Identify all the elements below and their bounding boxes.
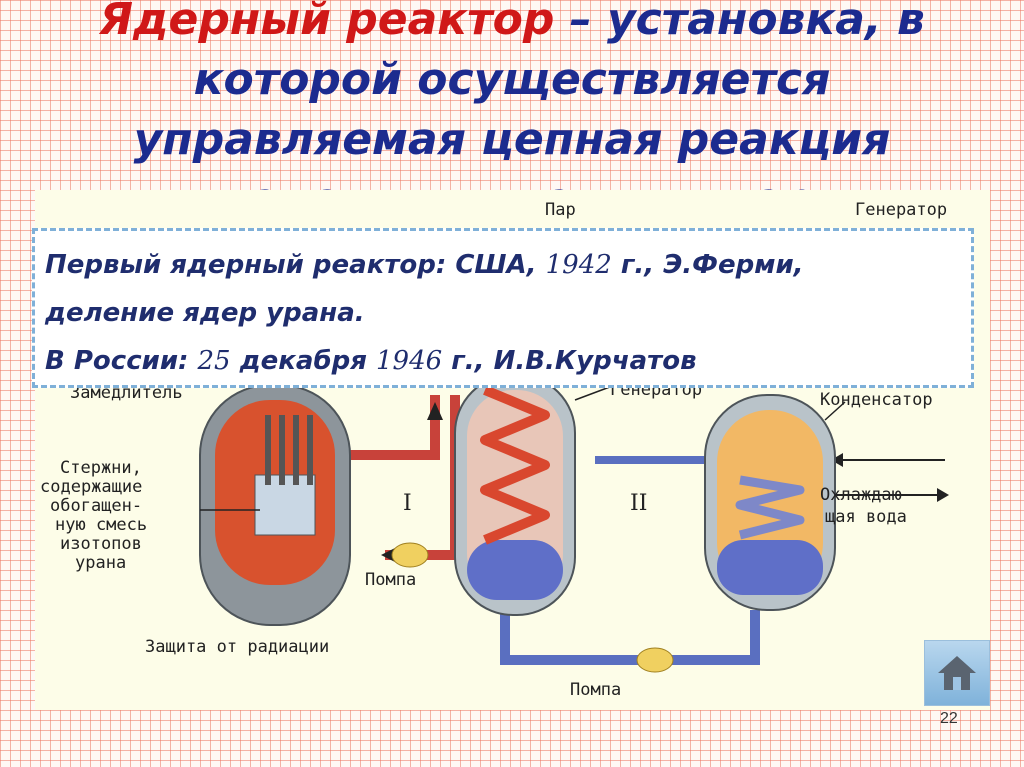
history-infobox: Первый ядерный реактор: США, 1942 г., Э.…: [32, 228, 974, 388]
info-day: 25: [197, 346, 231, 376]
info-year: 1946: [375, 346, 443, 376]
control-rod: [265, 415, 271, 485]
control-rod: [279, 415, 285, 485]
info-line-1: Первый ядерный реактор: США, 1942 г., Э.…: [45, 241, 961, 289]
label-rods: ную смесь: [55, 515, 147, 535]
steam-generator-water: [467, 540, 563, 600]
primary-return-pipe: [385, 395, 460, 560]
primary-hot-pipe: [350, 395, 440, 460]
info-year: 1942: [545, 250, 612, 280]
label-circuit-2: II: [630, 491, 647, 516]
label-rods: Стержни,: [60, 458, 142, 478]
title-term: Ядерный реактор: [99, 0, 555, 45]
page-number: 22: [940, 710, 958, 727]
condenser-coil: [735, 475, 805, 540]
secondary-pump: [636, 647, 674, 673]
heat-exchanger-coil: [480, 385, 550, 545]
label-rods: обогащен-: [50, 496, 142, 516]
info-line-2: деление ядер урана.: [45, 289, 961, 337]
flow-arrow-up: [427, 402, 443, 420]
label-cooling-water: щая вода: [825, 507, 907, 527]
label-rods: содержащие: [40, 477, 142, 497]
label-circuit-1: I: [403, 491, 412, 516]
secondary-pipe: [500, 610, 760, 665]
label-pump-secondary: Помпа: [570, 680, 621, 700]
label-rods: изотопов: [60, 534, 142, 554]
condenser-pointer: [824, 401, 846, 421]
info-text: Первый ядерный реактор: США,: [45, 250, 546, 280]
label-moderator: Замедлитель: [70, 383, 183, 403]
info-text: г., И.В.Курчатов: [442, 346, 697, 376]
info-line-3: В России: 25 декабря 1946 г., И.В.Курчат…: [45, 337, 961, 385]
info-text: декабря: [230, 346, 376, 376]
label-rods: урана: [75, 553, 126, 573]
control-rod: [293, 415, 299, 485]
label-pump-primary: Помпа: [365, 570, 416, 590]
label-radiation-protection: Защита от радиации: [145, 637, 329, 657]
home-icon: [938, 656, 976, 690]
label-condenser: Конденсатор: [820, 390, 933, 410]
info-text: В России:: [45, 346, 198, 376]
cooling-in-arrow: [831, 453, 843, 467]
cooling-out-arrow: [937, 488, 949, 502]
label-generator-top: Генератор: [855, 200, 947, 220]
label-steam: Пар: [545, 200, 576, 220]
home-button[interactable]: [924, 640, 990, 706]
info-text: деление ядер урана.: [45, 298, 365, 328]
info-text: г., Э.Ферми,: [611, 250, 804, 280]
control-rod: [307, 415, 313, 485]
label-cooling-water: Охлаждаю-: [820, 485, 912, 505]
flow-arrow-left: [381, 548, 395, 562]
primary-pump: [391, 542, 429, 568]
condenser-water: [717, 540, 823, 595]
reactor-diagram-svg: Пар Генератор Замедлитель Генератор Конд…: [40, 200, 949, 700]
